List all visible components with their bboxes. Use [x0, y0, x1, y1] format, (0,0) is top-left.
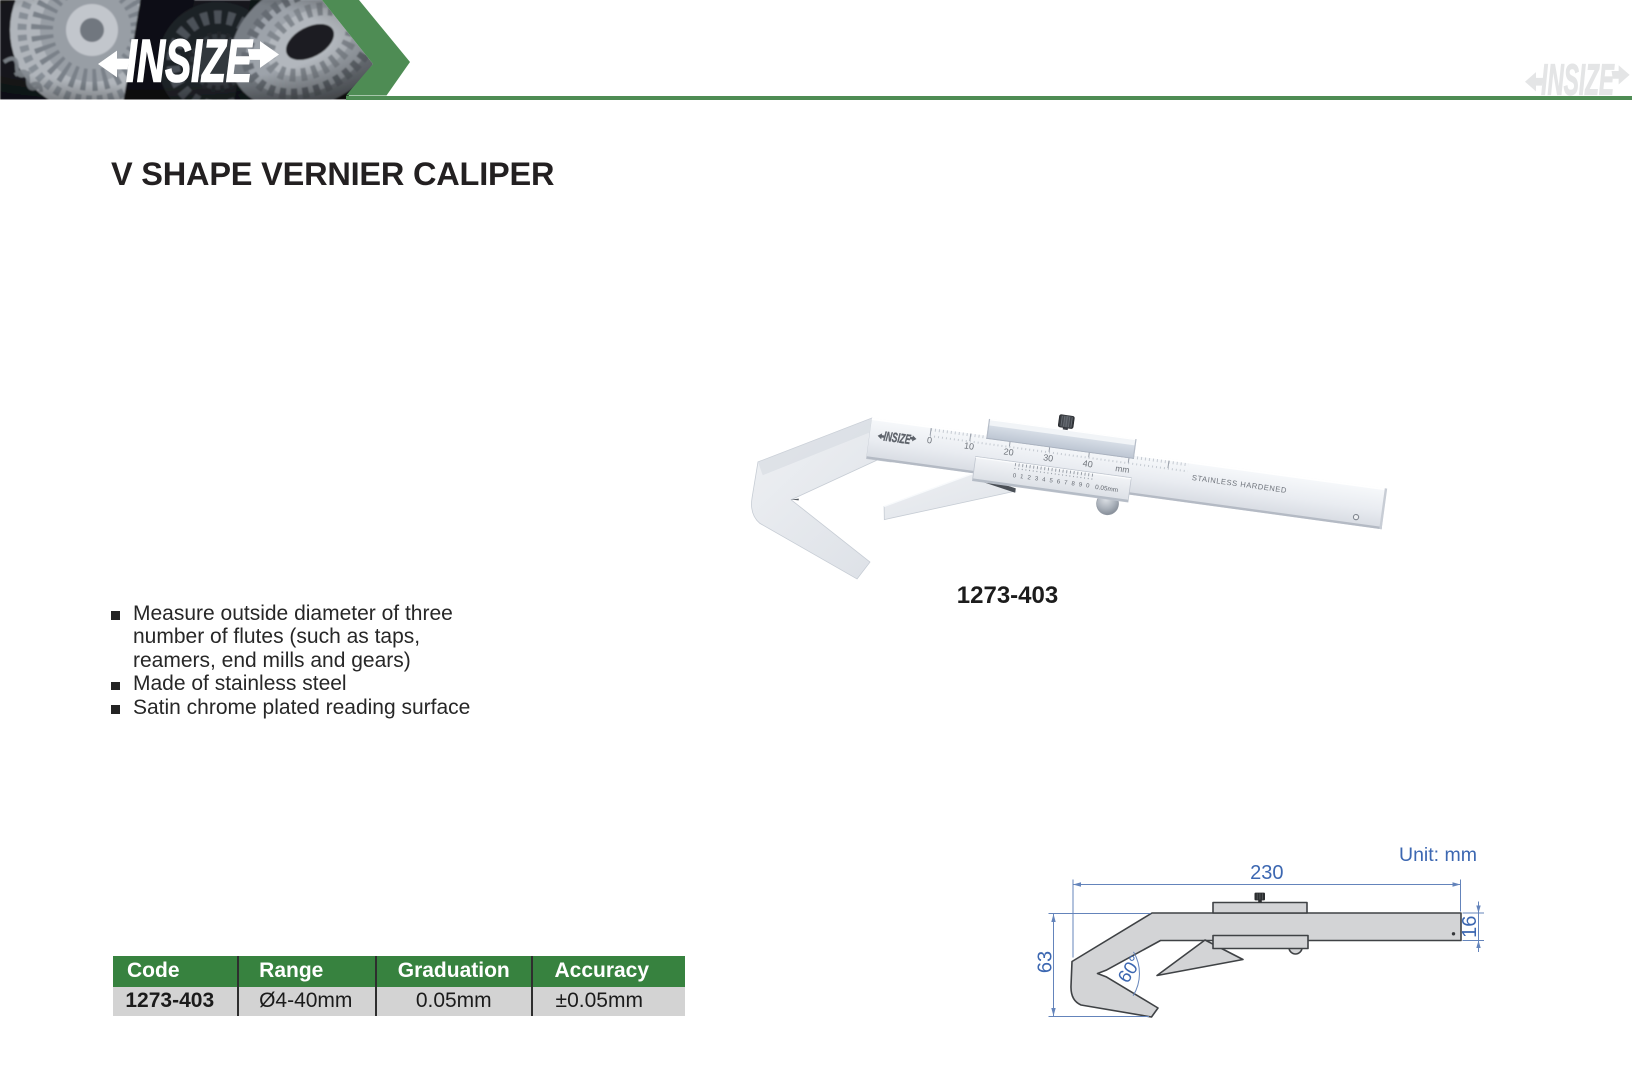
dim-length-label: 230 [1250, 862, 1283, 884]
spec-cell-accuracy: ±0.05mm [531, 986, 685, 1016]
svg-text:40: 40 [1082, 458, 1093, 469]
bullet-square-icon [111, 681, 120, 691]
svg-text:8: 8 [1071, 481, 1076, 487]
main-scale-numbers: 0 10 20 30 40 mm [926, 435, 1130, 475]
dimension-arrows [1051, 882, 1481, 1016]
beam-unit-label: mm [1115, 463, 1130, 475]
dim-beam-width-label: 16 [1459, 916, 1481, 938]
svg-text:9: 9 [1078, 482, 1083, 488]
spec-header-code: Code [113, 955, 239, 987]
svg-text:7: 7 [1064, 480, 1069, 486]
slider-box [986, 414, 1137, 459]
insize-watermark-logo [1524, 62, 1631, 100]
beam-hole [1352, 513, 1360, 521]
svg-text:2: 2 [1027, 475, 1032, 481]
spec-header-range: Range [237, 955, 377, 987]
feature-line: Made of stainless steel [132, 672, 347, 696]
svg-text:20: 20 [1003, 446, 1014, 457]
vernier-numbers: 0 1 2 3 4 5 6 7 8 9 0 0.05mm [1012, 473, 1118, 494]
spec-cell-graduation: 0.05mm [376, 986, 533, 1016]
header-green-rule [346, 95, 1632, 100]
svg-text:0: 0 [1086, 483, 1091, 489]
product-code: 1273-403 [956, 582, 1059, 609]
feature-line: reamers, end mills and gears) [132, 648, 411, 672]
header-green-chevron [322, 0, 410, 96]
drawing-vernier-plate [1212, 934, 1309, 950]
svg-text:0: 0 [926, 435, 932, 446]
svg-text:5: 5 [1049, 478, 1054, 484]
spec-table-header-row: Code Range Graduation Accuracy [113, 955, 685, 987]
caliper-beam: 0 10 20 30 40 mm STAINLESS HARDENED [866, 418, 1388, 530]
insize-logo [97, 36, 280, 86]
vernier-ticks [1011, 462, 1094, 480]
svg-text:1: 1 [1020, 474, 1025, 480]
svg-text:3: 3 [1034, 476, 1039, 482]
drawing-beam-hole [1451, 932, 1456, 936]
svg-text:30: 30 [1043, 452, 1054, 463]
drawing-slider-box [1212, 901, 1308, 914]
vernier-graduation-label: 0.05mm [1095, 484, 1119, 494]
svg-text:10: 10 [963, 441, 974, 452]
dim-height-label: 63 [1035, 951, 1057, 973]
feature-item: Made of stainless steel [111, 672, 470, 695]
caliper-group: 0 10 20 30 40 mm STAINLESS HARDENED 0 1 … [751, 414, 1388, 580]
svg-text:6: 6 [1056, 479, 1061, 485]
svg-text:4: 4 [1042, 477, 1047, 483]
drawing-lock-screw [1254, 892, 1265, 903]
drawing-body [1070, 912, 1462, 1018]
feature-line: Satin chrome plated reading surface [132, 695, 471, 719]
spec-table: Code Range Graduation Accuracy 1273-403 … [113, 955, 685, 1016]
feature-list: Measure outside diameter of three number… [111, 602, 470, 719]
technical-drawing: 230 63 16 60° Unit: mm [1035, 844, 1484, 1018]
chevron-shape [322, 0, 410, 96]
vernier-plate: 0 1 2 3 4 5 6 7 8 9 0 0.05mm [971, 455, 1132, 503]
unit-label: Unit: mm [1399, 844, 1477, 866]
product-photo-caliper: 0 10 20 30 40 mm STAINLESS HARDENED 0 1 … [751, 414, 1388, 580]
spec-cell-range: Ø4-40mm [237, 986, 377, 1016]
feature-line: number of flutes (such as taps, [132, 625, 421, 649]
feature-item: Satin chrome plated reading surface [111, 696, 470, 719]
feature-item: Measure outside diameter of three number… [111, 602, 470, 672]
spec-table-data-row: 1273-403 Ø4-40mm 0.05mm ±0.05mm [113, 986, 685, 1016]
spec-header-graduation: Graduation [376, 955, 533, 987]
svg-text:0: 0 [1012, 473, 1017, 479]
feature-line: Measure outside diameter of three [132, 602, 453, 625]
page-title: V SHAPE VERNIER CALIPER [111, 155, 555, 192]
spec-header-accuracy: Accuracy [531, 955, 685, 987]
v-jaw-vertex-notch [790, 498, 799, 501]
lock-screw [1057, 414, 1075, 431]
bullet-square-icon [111, 705, 120, 714]
bullet-square-icon [111, 611, 120, 620]
spec-cell-code: 1273-403 [113, 986, 239, 1016]
